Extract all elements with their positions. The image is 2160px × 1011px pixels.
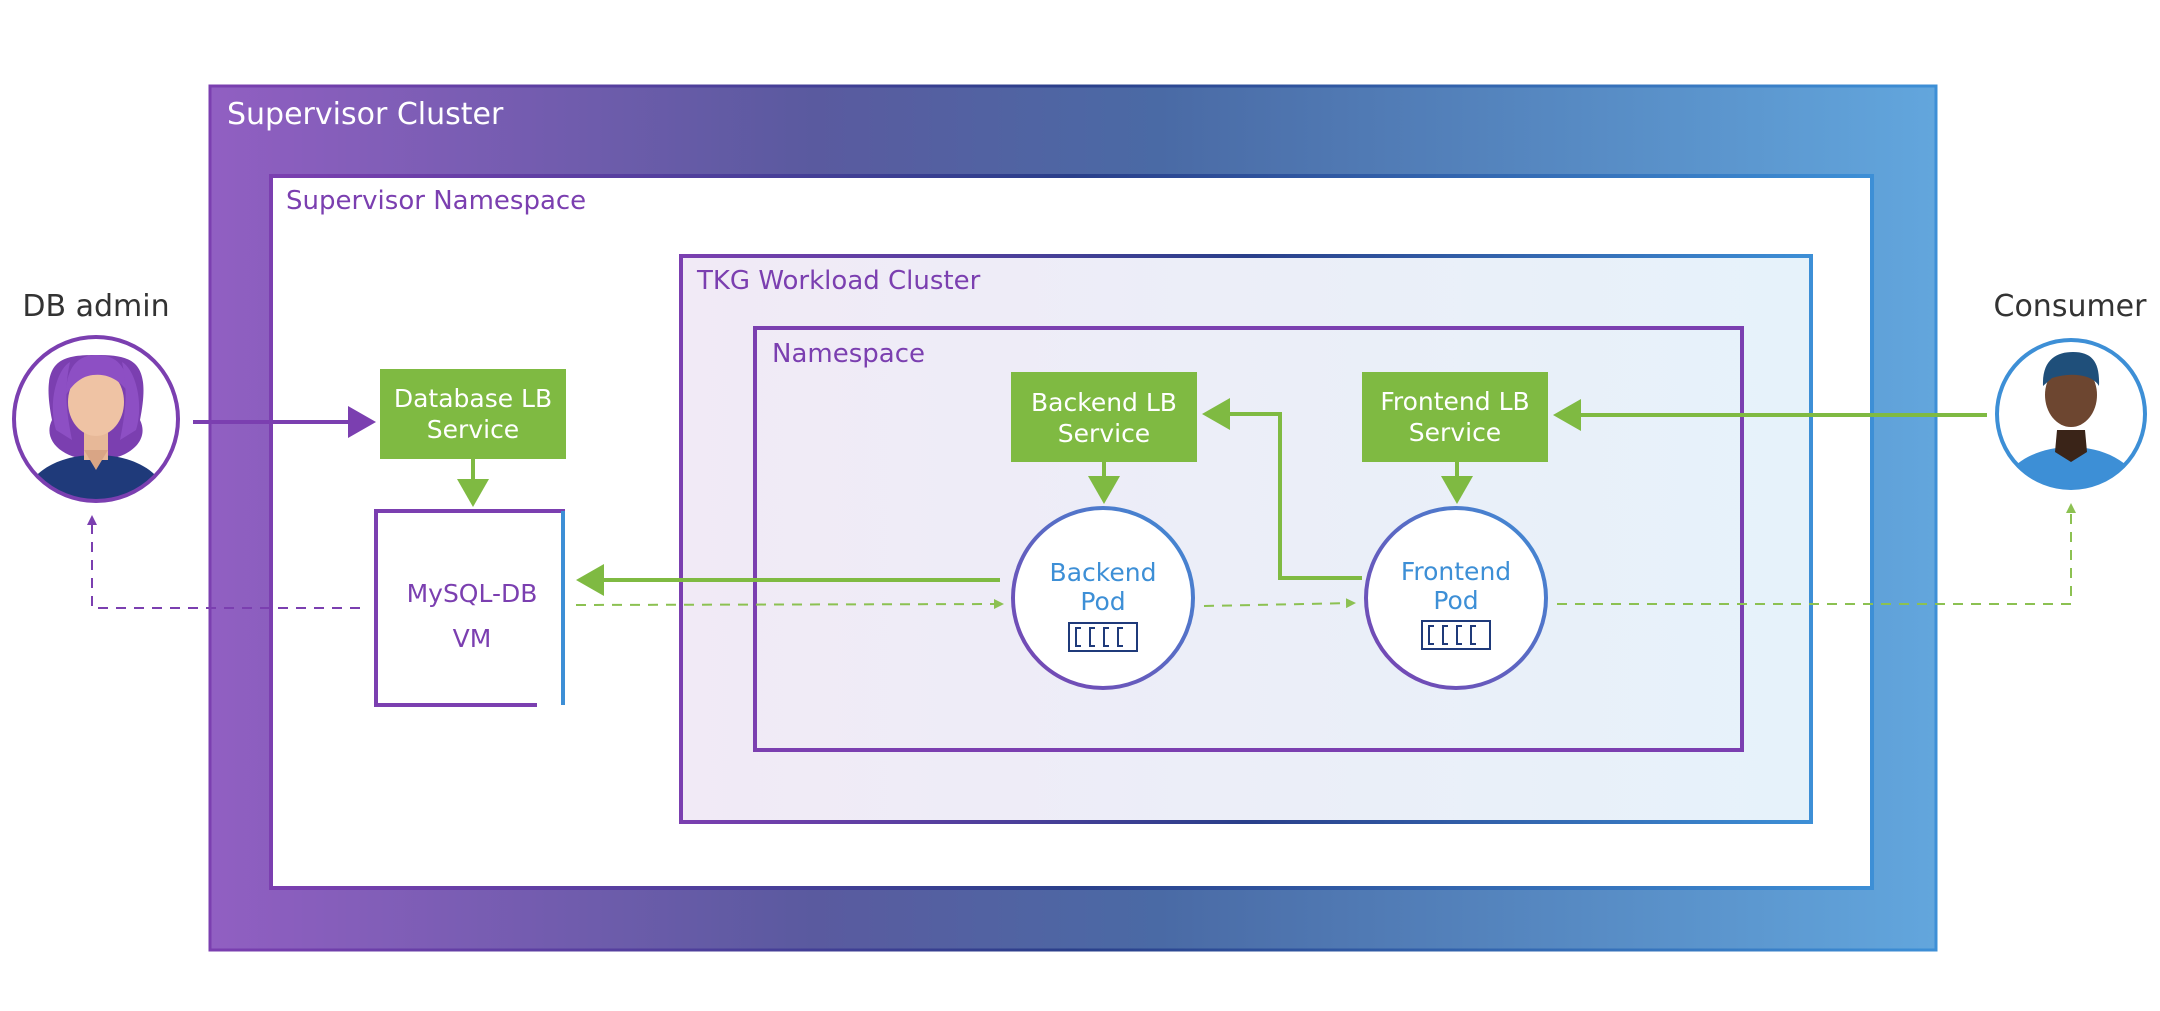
backend-pod-to-frontend-pod-dashed [1203,598,1356,609]
frontend-lb-service: Frontend LB Service [1362,372,1548,462]
db-admin-actor: DB admin [12,289,180,503]
mysql-db-vm: MySQL-DB VM [374,509,565,707]
frontend-pod: Frontend Pod [1364,506,1548,690]
namespace-label: Namespace [772,339,925,369]
supervisor-cluster-label: Supervisor Cluster [227,97,504,132]
database-lb-line2: Service [427,415,519,444]
frontend-lb-line1: Frontend LB [1380,387,1529,416]
tkg-workload-cluster: TKG Workload Cluster [679,254,1813,824]
supervisor-namespace-label: Supervisor Namespace [286,186,586,216]
container-icon [1421,620,1491,650]
backend-pod-line1: Backend [1050,558,1157,587]
frontend-lb-line2: Service [1409,418,1501,447]
consumer-avatar-icon [1995,338,2147,490]
tkg-workload-cluster-label: TKG Workload Cluster [696,266,981,296]
namespace: Namespace [753,326,1744,752]
consumer-label: Consumer [1994,289,2148,324]
response-arrows [87,503,2076,610]
db-admin-label: DB admin [22,289,169,324]
frontend-pod-line2: Pod [1433,586,1478,615]
container-icon [1068,622,1138,652]
database-lb-line1: Database LB [394,384,552,413]
backend-pod: Backend Pod [1011,506,1195,690]
backend-lb-line2: Service [1058,419,1150,448]
consumer-actor: Consumer [1994,289,2148,490]
frontend-pod-to-consumer-dashed [1557,503,2076,605]
mysql-vm-line1: MySQL-DB [407,579,538,608]
flow-arrows [193,398,1987,596]
backend-lb-service: Backend LB Service [1011,372,1197,462]
mysql-to-admin-dashed [87,515,360,609]
backend-lb-line1: Backend LB [1031,388,1177,417]
backend-pod-line2: Pod [1080,587,1125,616]
database-lb-service: Database LB Service [380,369,566,459]
frontend-pod-to-backendlb-arrow [1202,398,1362,580]
mysql-vm-line2: VM [453,624,492,653]
db-admin-avatar-icon [12,335,180,503]
frontend-pod-line1: Frontend [1401,557,1511,586]
